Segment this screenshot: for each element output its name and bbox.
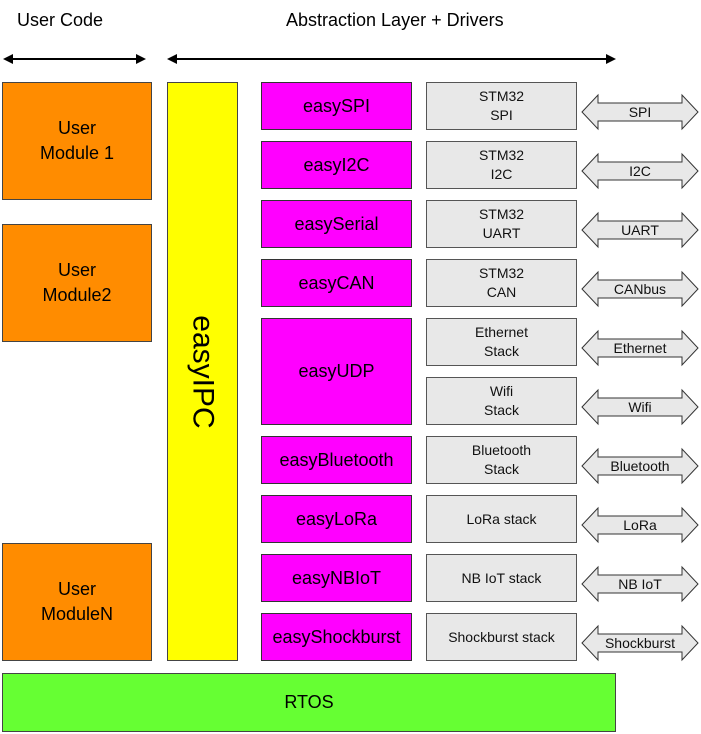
driver-line1: STM32 xyxy=(478,265,525,281)
interface-label: Wifi xyxy=(628,399,651,415)
user-module-n-line1: User xyxy=(57,579,96,599)
interface-arrow-canbus: CANbus xyxy=(581,270,699,308)
interface-arrow-i2c: I2C xyxy=(581,152,699,190)
interface-arrow-wifi: Wifi xyxy=(581,388,699,426)
easy-ipc-block: easyIPC xyxy=(167,82,238,661)
user-module-1: User Module 1 xyxy=(2,82,152,200)
driver-line2: SPI xyxy=(490,107,513,123)
interface-label: UART xyxy=(621,222,659,238)
user-module-2: User Module2 xyxy=(2,224,152,342)
abstraction-layer-header: Abstraction Layer + Drivers xyxy=(286,10,504,30)
driver-stm32-i2c: STM32 I2C xyxy=(426,141,577,189)
easy-module-bluetooth: easyBluetooth xyxy=(261,436,412,484)
double-arrow-shape xyxy=(581,152,699,190)
driver-line1: NB IoT stack xyxy=(461,569,542,586)
easy-module-lora: easyLoRa xyxy=(261,495,412,543)
driver-line2: CAN xyxy=(486,284,517,300)
interface-label: Ethernet xyxy=(614,340,667,356)
easy-module-spi: easySPI xyxy=(261,82,412,130)
driver-line1: STM32 xyxy=(478,206,525,222)
user-module-n-line2: ModuleN xyxy=(40,604,114,624)
double-arrow-shape xyxy=(581,270,699,308)
driver-lora-stack: LoRa stack xyxy=(426,495,577,543)
easy-module-can: easyCAN xyxy=(261,259,412,307)
user-module-2-line1: User xyxy=(57,260,96,280)
driver-line2: I2C xyxy=(490,166,513,182)
interface-arrow-lora: LoRa xyxy=(581,506,699,544)
easy-module-serial: easySerial xyxy=(261,200,412,248)
interface-label: Bluetooth xyxy=(610,458,669,474)
interface-label: I2C xyxy=(629,163,651,179)
interface-label: LoRa xyxy=(623,517,657,533)
driver-stm32-uart: STM32 UART xyxy=(426,200,577,248)
double-arrow-shape xyxy=(581,329,699,367)
header-span-arrows xyxy=(3,54,616,64)
driver-nbiot-stack: NB IoT stack xyxy=(426,554,577,602)
user-module-1-line1: User xyxy=(57,118,96,138)
driver-line2: Stack xyxy=(483,402,519,418)
easy-ipc-label: easyIPC xyxy=(186,314,220,429)
driver-wifi-stack: Wifi Stack xyxy=(426,377,577,425)
double-arrow-shape xyxy=(581,506,699,544)
driver-stm32-can: STM32 CAN xyxy=(426,259,577,307)
driver-shockburst-stack: Shockburst stack xyxy=(426,613,577,661)
double-arrow-shape xyxy=(581,211,699,249)
easy-module-i2c: easyI2C xyxy=(261,141,412,189)
rtos-block: RTOS xyxy=(2,673,616,732)
interface-label: CANbus xyxy=(614,281,666,297)
user-module-n: User ModuleN xyxy=(2,543,152,661)
interface-arrow-bluetooth: Bluetooth xyxy=(581,447,699,485)
easy-module-nbiot: easyNBIoT xyxy=(261,554,412,602)
interface-label: Shockburst xyxy=(605,635,675,651)
double-arrow-shape xyxy=(581,388,699,426)
interface-label: NB IoT xyxy=(618,576,662,592)
double-arrow-shape xyxy=(581,624,699,662)
interface-arrow-uart: UART xyxy=(581,211,699,249)
interface-arrow-spi: SPI xyxy=(581,93,699,131)
driver-line1: Ethernet xyxy=(475,324,528,340)
interface-arrow-nb-iot: NB IoT xyxy=(581,565,699,603)
interface-label: SPI xyxy=(629,104,652,120)
driver-line2: UART xyxy=(482,225,521,241)
easy-module-udp: easyUDP xyxy=(261,318,412,425)
driver-line2: Stack xyxy=(483,343,519,359)
driver-line1: Wifi xyxy=(489,383,514,399)
driver-line1: STM32 xyxy=(478,88,525,104)
interface-arrow-shockburst: Shockburst xyxy=(581,624,699,662)
driver-ethernet-stack: Ethernet Stack xyxy=(426,318,577,366)
driver-stm32-spi: STM32 SPI xyxy=(426,82,577,130)
driver-line1: LoRa stack xyxy=(466,510,537,527)
double-arrow-shape xyxy=(581,447,699,485)
double-arrow-shape xyxy=(581,93,699,131)
driver-line1: Shockburst stack xyxy=(448,628,555,645)
user-code-header: User Code xyxy=(17,10,104,30)
driver-line1: STM32 xyxy=(478,147,525,163)
user-module-1-line2: Module 1 xyxy=(39,143,115,163)
interface-arrows: SPI I2C UART CANbusEthernetWifiBluetoothLoR… xyxy=(581,93,699,662)
interface-arrow-ethernet: Ethernet xyxy=(581,329,699,367)
driver-bluetooth-stack: Bluetooth Stack xyxy=(426,436,577,484)
easy-module-shockburst: easyShockburst xyxy=(261,613,412,661)
user-module-2-line2: Module2 xyxy=(42,285,112,305)
driver-line2: Stack xyxy=(483,461,519,477)
driver-line1: Bluetooth xyxy=(471,442,532,458)
double-arrow-shape xyxy=(581,565,699,603)
